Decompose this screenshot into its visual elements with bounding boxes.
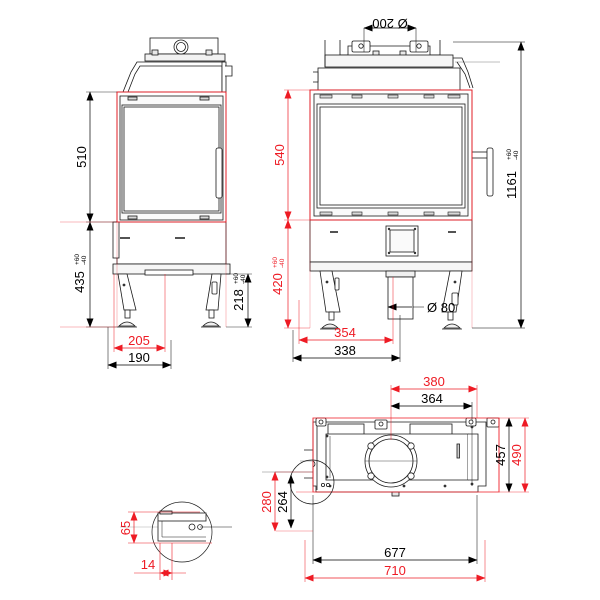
side-elevation-view: [112, 37, 233, 328]
dim-side-190: 190: [128, 350, 150, 365]
front-flue-collar: [339, 40, 441, 57]
dim-side-435-tol-upper: +60: [74, 254, 81, 265]
dim-front-420-tol-upper: +60: [272, 257, 279, 268]
dim-side-205: 205: [128, 333, 150, 348]
plan-view: [304, 417, 500, 497]
dim-plan-364: 364: [421, 391, 443, 406]
dim-front-354: 354: [334, 325, 356, 340]
dim-plan-710: 710: [384, 563, 406, 578]
front-flue-diameter-dimension: Ø 200: [363, 16, 417, 52]
detail-circle-outline: [151, 501, 213, 563]
front-door-handle: [471, 147, 494, 197]
dim-front-338: 338: [334, 343, 356, 358]
front-red-envelope: [309, 89, 473, 328]
dim-side-435: 435: [72, 271, 87, 293]
dim-detail-65: 65: [118, 521, 133, 535]
dim-side-218-tol-upper: +60: [233, 273, 240, 284]
dim-front-420-tol-lower: -40: [279, 258, 286, 268]
dim-plan-280: 280: [259, 491, 274, 513]
reference-lines-black: [262, 61, 500, 473]
plan-red-envelope: [312, 417, 500, 493]
dim-plan-380: 380: [423, 374, 445, 389]
front-dimensions: 540 420 +60 -40 1161 +60 -40 Ø 80 354 33…: [270, 41, 525, 362]
dim-front-1161: 1161: [504, 171, 519, 199]
front-elevation-view: [309, 40, 494, 330]
dim-front-420: 420: [270, 273, 285, 295]
dim-front-1161-tol-upper: +60: [506, 149, 513, 160]
reference-lines: [60, 221, 158, 528]
dim-plan-677: 677: [384, 545, 406, 560]
plan-flue-opening: [364, 434, 418, 488]
dim-side-218: 218: [231, 289, 246, 311]
detail-view: 65 14: [118, 501, 232, 580]
dim-front-flue-80: Ø 80: [427, 300, 455, 315]
dim-side-510: 510: [74, 146, 89, 168]
dim-plan-457: 457: [493, 444, 508, 466]
side-flue-collar: [144, 37, 226, 62]
dim-front-flue-200: Ø 200: [372, 16, 407, 31]
dim-side-435-tol-lower: -40: [81, 255, 88, 265]
side-red-envelope: [116, 91, 227, 327]
dim-front-1161-tol-lower: -40: [513, 150, 520, 160]
dim-plan-264: 264: [275, 491, 290, 513]
side-dimensions: 510 435 +60 -40 218 +60 -40 205 190: [72, 91, 252, 369]
dim-side-218-tol-lower: -40: [240, 274, 247, 284]
dim-front-540: 540: [272, 144, 287, 166]
plan-dimensions: 380 364 457 490 280 264 677 710: [259, 374, 529, 582]
dim-detail-14: 14: [141, 557, 155, 572]
dim-plan-490: 490: [509, 444, 524, 466]
